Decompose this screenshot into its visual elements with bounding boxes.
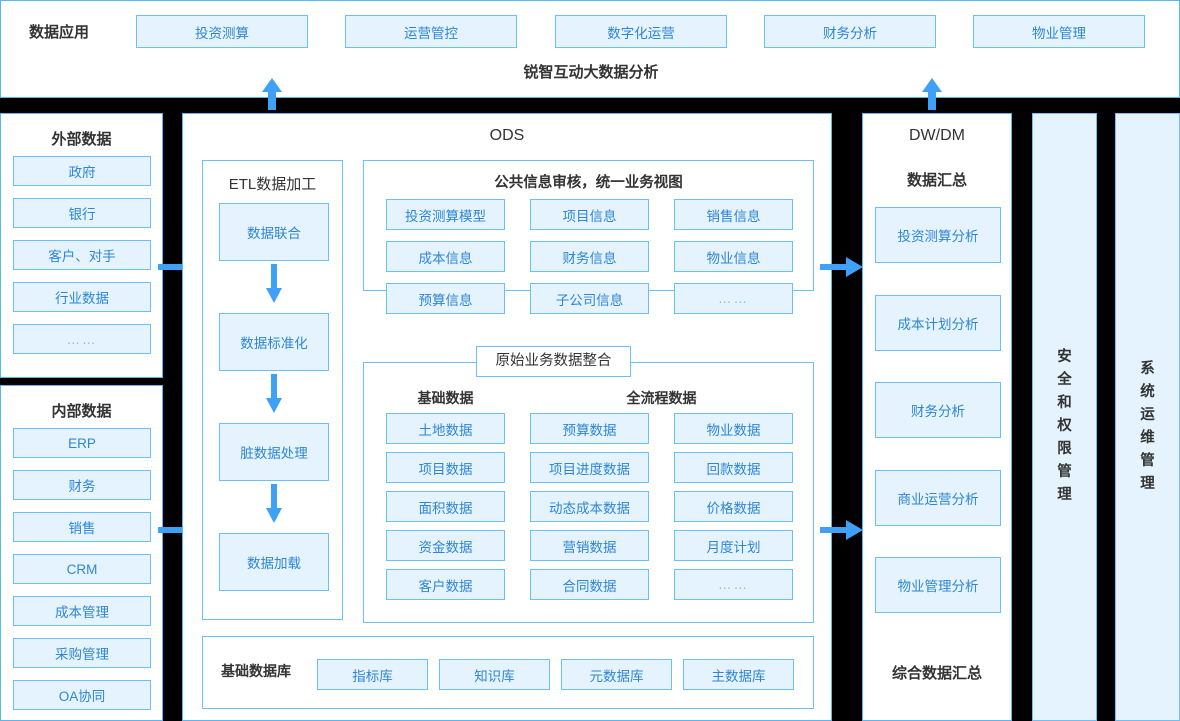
internal-data-item-2[interactable]: 销售	[13, 512, 151, 542]
public-info-cell-2-1[interactable]: 子公司信息	[530, 283, 649, 314]
dwdm-title: DW/DM	[909, 127, 965, 144]
base-db-item-0[interactable]: 指标库	[317, 659, 428, 690]
external-data-item-1[interactable]: 银行	[13, 198, 151, 228]
ods-panel: ODS ETL数据加工 数据联合 数据标准化 脏数据处理 数据加载 公共信息审核…	[182, 113, 832, 721]
basic-data-item-4[interactable]: 客户数据	[386, 569, 505, 600]
process-data-c2-item-1[interactable]: 回款数据	[674, 452, 793, 483]
internal-data-item-4[interactable]: 成本管理	[13, 596, 151, 626]
internal-data-item-6[interactable]: OA协同	[13, 680, 151, 710]
data-application-label: 数据应用	[29, 24, 90, 41]
arrow-up-dwdm-icon	[922, 78, 942, 110]
public-info-cell-1-2[interactable]: 物业信息	[674, 241, 793, 272]
public-info-cell-0-2[interactable]: 销售信息	[674, 199, 793, 230]
public-info-cell-0-1[interactable]: 项目信息	[530, 199, 649, 230]
process-data-c2-item-0[interactable]: 物业数据	[674, 413, 793, 444]
public-info-title: 公共信息审核，统一业务视图	[494, 175, 683, 191]
data-application-band: 数据应用 投资测算 运营管控 数字化运营 财务分析 物业管理 锐智互动大数据分析	[0, 0, 1180, 98]
process-data-c1-item-0[interactable]: 预算数据	[530, 413, 649, 444]
process-data-c1-item-2[interactable]: 动态成本数据	[530, 491, 649, 522]
external-data-item-2[interactable]: 客户、对手	[13, 240, 151, 270]
etl-step-1[interactable]: 数据标准化	[219, 313, 329, 371]
external-data-panel: 外部数据 政府 银行 客户、对手 行业数据 ……	[0, 113, 163, 378]
internal-data-panel: 内部数据 ERP 财务 销售 CRM 成本管理 采购管理 OA协同	[0, 385, 163, 721]
process-data-title: 全流程数据	[626, 390, 697, 406]
process-data-c2-item-3[interactable]: 月度计划	[674, 530, 793, 561]
public-info-cell-2-0[interactable]: 预算信息	[386, 283, 505, 314]
etl-step-2[interactable]: 脏数据处理	[219, 423, 329, 481]
process-data-c1-item-4[interactable]: 合同数据	[530, 569, 649, 600]
external-data-item-3[interactable]: 行业数据	[13, 282, 151, 312]
basic-data-item-0[interactable]: 土地数据	[386, 413, 505, 444]
dwdm-panel: DW/DM 数据汇总 投资测算分析 成本计划分析 财务分析 商业运营分析 物业管…	[862, 113, 1012, 721]
process-data-c1-item-3[interactable]: 营销数据	[530, 530, 649, 561]
base-db-panel: 基础数据库 指标库 知识库 元数据库 主数据库	[202, 636, 814, 709]
basic-data-item-2[interactable]: 面积数据	[386, 491, 505, 522]
dwdm-item-4[interactable]: 物业管理分析	[875, 557, 1001, 613]
arrow-right-ods-bottom-icon	[820, 520, 863, 540]
public-info-cell-1-0[interactable]: 成本信息	[386, 241, 505, 272]
internal-data-title: 内部数据	[51, 403, 112, 420]
etl-flow-arrow-1-icon	[266, 374, 282, 413]
app-button-0[interactable]: 投资测算	[136, 15, 308, 48]
ods-title: ODS	[489, 127, 525, 144]
security-column: 安全和权限管理	[1032, 113, 1097, 721]
app-button-1[interactable]: 运营管控	[345, 15, 517, 48]
process-data-c2-item-2[interactable]: 价格数据	[674, 491, 793, 522]
base-db-item-3[interactable]: 主数据库	[683, 659, 794, 690]
public-info-cell-1-1[interactable]: 财务信息	[530, 241, 649, 272]
security-column-label: 安全和权限管理	[1057, 349, 1072, 503]
app-button-3[interactable]: 财务分析	[764, 15, 936, 48]
dwdm-item-1[interactable]: 成本计划分析	[875, 295, 1001, 351]
etl-flow-arrow-0-icon	[266, 264, 282, 303]
dwdm-item-0[interactable]: 投资测算分析	[875, 207, 1001, 263]
basic-data-item-3[interactable]: 资金数据	[386, 530, 505, 561]
platform-title: 锐智互动大数据分析	[523, 64, 659, 81]
base-db-item-1[interactable]: 知识库	[439, 659, 550, 690]
internal-data-item-0[interactable]: ERP	[13, 428, 151, 458]
etl-step-0[interactable]: 数据联合	[219, 203, 329, 261]
arrow-right-ods-top-icon	[820, 257, 863, 277]
raw-integration-title: 原始业务数据整合	[476, 346, 631, 377]
process-data-c1-item-1[interactable]: 项目进度数据	[530, 452, 649, 483]
ops-column-label: 系统运维管理	[1140, 361, 1155, 492]
ops-column: 系统运维管理	[1115, 113, 1180, 721]
dwdm-footer: 综合数据汇总	[891, 665, 982, 682]
dwdm-item-3[interactable]: 商业运营分析	[875, 470, 1001, 526]
internal-data-item-3[interactable]: CRM	[13, 554, 151, 584]
public-info-cell-0-0[interactable]: 投资测算模型	[386, 199, 505, 230]
etl-step-3[interactable]: 数据加载	[219, 533, 329, 591]
basic-data-title: 基础数据	[417, 390, 474, 406]
app-button-4[interactable]: 物业管理	[973, 15, 1145, 48]
basic-data-item-1[interactable]: 项目数据	[386, 452, 505, 483]
public-info-cell-2-2[interactable]: ……	[674, 283, 793, 314]
arrow-up-ods-icon	[262, 78, 282, 110]
external-data-item-0[interactable]: 政府	[13, 156, 151, 186]
process-data-c2-item-4[interactable]: ……	[674, 569, 793, 600]
etl-title: ETL数据加工	[228, 176, 317, 193]
raw-integration-panel: 原始业务数据整合 基础数据 全流程数据 土地数据 项目数据 面积数据 资金数据 …	[363, 346, 814, 623]
internal-data-item-5[interactable]: 采购管理	[13, 638, 151, 668]
external-data-item-4[interactable]: ……	[13, 324, 151, 354]
internal-data-item-1[interactable]: 财务	[13, 470, 151, 500]
external-data-title: 外部数据	[51, 131, 112, 148]
etl-panel: ETL数据加工 数据联合 数据标准化 脏数据处理 数据加载	[202, 160, 343, 620]
public-info-panel: 公共信息审核，统一业务视图 投资测算模型 项目信息 销售信息 成本信息 财务信息…	[363, 160, 814, 314]
base-db-title: 基础数据库	[221, 663, 291, 679]
app-button-2[interactable]: 数字化运营	[555, 15, 727, 48]
dwdm-item-2[interactable]: 财务分析	[875, 382, 1001, 438]
etl-flow-arrow-2-icon	[266, 484, 282, 523]
base-db-item-2[interactable]: 元数据库	[561, 659, 672, 690]
dwdm-summary-title: 数据汇总	[906, 172, 967, 189]
